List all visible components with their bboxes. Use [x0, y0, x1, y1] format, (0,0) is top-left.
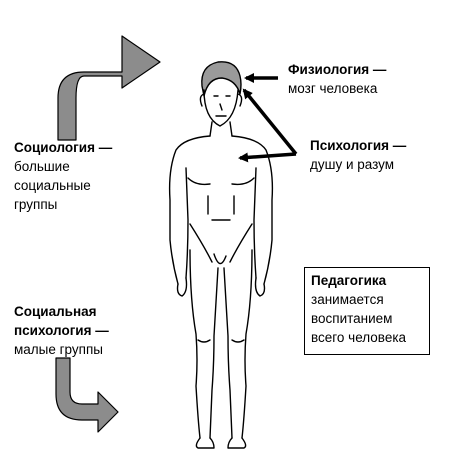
- sociology-line-1: большие: [14, 159, 70, 174]
- psychology-title: Психология —: [310, 138, 407, 153]
- sociology-label: Социология — большие социальные группы: [14, 138, 112, 214]
- psychology-arrow-chest: [238, 152, 297, 163]
- sociology-title: Социология —: [14, 140, 113, 155]
- pedagogy-line-3: всего человека: [311, 330, 407, 345]
- sociology-curved-arrow: [57, 35, 161, 141]
- social-psychology-label: Социальная психология — малые группы: [14, 302, 109, 359]
- pedagogy-title: Педагогика: [311, 273, 387, 288]
- social-psychology-title-2: психология —: [14, 323, 109, 338]
- sociology-line-2: социальные: [14, 178, 91, 193]
- physiology-label: Физиология — мозг человека: [288, 60, 386, 98]
- psychology-label: Психология — душу и разум: [310, 136, 406, 174]
- physiology-desc: мозг человека: [288, 81, 378, 96]
- social-psychology-curved-arrow: [55, 357, 119, 433]
- psychology-arrow-head: [242, 88, 298, 156]
- physiology-title: Физиология —: [288, 62, 387, 77]
- psychology-desc: душу и разум: [310, 157, 395, 172]
- sociology-line-3: группы: [14, 197, 58, 212]
- social-psychology-title-1: Социальная: [14, 304, 97, 319]
- human-body: [168, 61, 274, 449]
- pedagogy-box: Педагогика занимается воспитанием всего …: [304, 267, 430, 355]
- pedagogy-line-1: занимается: [311, 292, 384, 307]
- pedagogy-line-2: воспитанием: [311, 311, 393, 326]
- social-psychology-desc: малые группы: [14, 342, 103, 357]
